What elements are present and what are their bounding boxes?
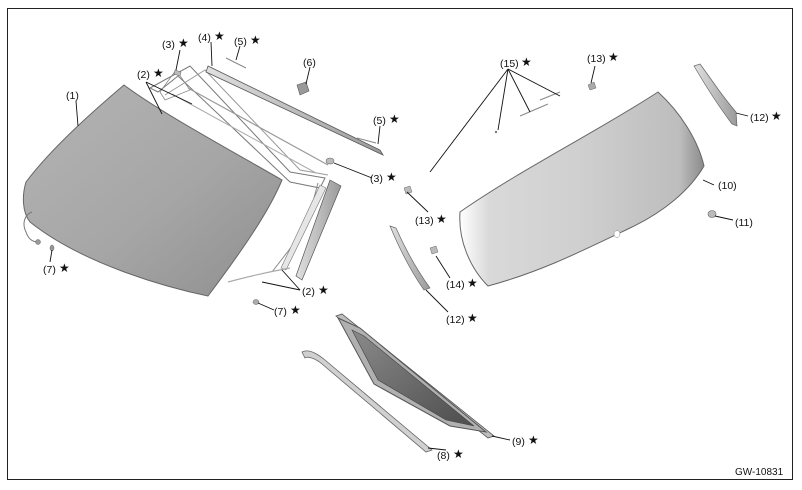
stopper-3-mid — [325, 157, 335, 165]
rear-side-molding-left — [389, 225, 431, 291]
callout-14: (14) — [446, 279, 465, 291]
spacer-15-b — [519, 103, 549, 117]
bracket-6 — [296, 81, 310, 96]
callout-8: (8) — [437, 450, 450, 462]
leader-lines — [49, 41, 749, 451]
callout-7a-star: ★ — [59, 261, 70, 275]
diagram-frame — [7, 8, 793, 480]
spacer-15-a — [539, 91, 561, 101]
callout-5b-star: ★ — [389, 112, 400, 126]
callout-5b: (5) — [373, 115, 386, 127]
quarter-window-glass-dark — [351, 329, 475, 427]
spacer-15-c — [494, 130, 498, 134]
figure-code: GW-10831 — [735, 467, 784, 478]
connector-7-left — [35, 239, 41, 245]
callout-13a-star: ★ — [608, 50, 619, 64]
windshield-upper-strips — [171, 57, 377, 174]
callout-11: (11) — [735, 217, 753, 229]
callout-7b-star: ★ — [290, 303, 301, 317]
callout-5a: (5) — [234, 36, 247, 48]
callout-10: (10) — [718, 180, 737, 192]
callout-7b: (7) — [274, 306, 287, 318]
rear-side-molding-right — [693, 63, 738, 127]
rear-window-hole — [613, 230, 621, 238]
clip-13-mid — [403, 185, 413, 195]
callout-9-star: ★ — [528, 433, 539, 447]
callout-labels: (1) (2) ★ (2) ★ (3) ★ (3) ★ (4) ★ (5) ★ … — [43, 29, 784, 478]
quarter-window-molding — [301, 350, 433, 453]
callout-15: (15) — [500, 58, 519, 70]
callout-2b-star: ★ — [318, 283, 329, 297]
callout-12a: (12) — [750, 112, 769, 124]
callout-3a-star: ★ — [178, 36, 189, 50]
callout-3b-star: ★ — [386, 170, 397, 184]
callout-2a-star: ★ — [153, 66, 164, 80]
callout-15-star: ★ — [521, 55, 532, 69]
callout-5a-star: ★ — [250, 33, 261, 47]
callout-7a: (7) — [43, 264, 56, 276]
callout-9: (9) — [512, 436, 525, 448]
callout-6: (6) — [303, 57, 316, 69]
windshield-molding-side — [159, 69, 342, 281]
callout-13a: (13) — [587, 53, 606, 65]
callout-2a: (2) — [137, 69, 150, 81]
callout-2b: (2) — [302, 286, 315, 298]
callout-13b-star: ★ — [436, 212, 447, 226]
clip-7-bottom — [252, 299, 260, 305]
callout-4: (4) — [198, 32, 211, 44]
callout-8-star: ★ — [453, 447, 464, 461]
callout-12b-star: ★ — [467, 311, 478, 325]
callout-14-star: ★ — [467, 276, 478, 290]
callout-3b: (3) — [370, 173, 383, 185]
fastener-14 — [429, 245, 439, 255]
windshield-wire-harness — [23, 211, 39, 243]
grommet-11 — [707, 210, 717, 218]
callout-1: (1) — [66, 90, 79, 102]
clip-13-top — [587, 81, 597, 91]
callout-12b: (12) — [446, 314, 465, 326]
callout-13b: (13) — [415, 215, 434, 227]
stopper-3-top — [173, 69, 182, 77]
windshield-glass — [22, 84, 283, 297]
callout-12a-star: ★ — [771, 109, 782, 123]
callout-3a: (3) — [162, 39, 175, 51]
rear-window-glass — [459, 91, 705, 287]
callout-4-star: ★ — [214, 29, 225, 43]
windshield-molding-upper — [205, 65, 385, 156]
windshield-lower-strip — [227, 267, 291, 283]
